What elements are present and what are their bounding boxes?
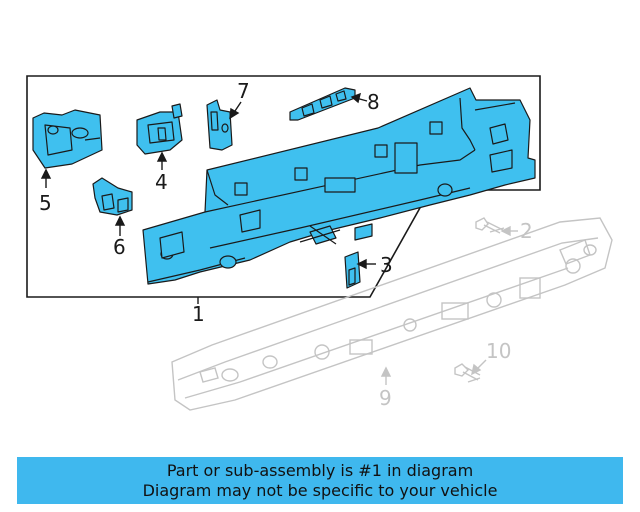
callout-1: 1: [192, 302, 205, 326]
callout-8: 8: [367, 90, 380, 114]
small-plate-3: [344, 251, 361, 289]
arrowhead-4: [156, 151, 168, 162]
arrowhead-7: [229, 107, 240, 120]
callout-7: 7: [237, 79, 250, 103]
arrowhead-10: [470, 363, 482, 376]
strip-8: [289, 87, 356, 121]
callout-10: 10: [486, 339, 511, 363]
banner-line-1: Part or sub-assembly is #1 in diagram: [166, 460, 474, 480]
callout-5: 5: [39, 191, 52, 215]
bracket-4: [136, 103, 183, 155]
arrowhead-8: [350, 92, 362, 104]
diagram-notice-banner: Part or sub-assembly is #1 in diagram Di…: [17, 457, 623, 504]
arrowhead-6: [114, 215, 126, 226]
banner-line-2: Diagram may not be specific to your vehi…: [142, 480, 498, 500]
bumper-reinforcement: [171, 217, 613, 411]
arrowhead-3: [356, 258, 367, 270]
rear-body-panel: [142, 87, 536, 285]
bracket-7: [206, 99, 233, 151]
callout-6: 6: [113, 235, 126, 259]
bolt-2: [475, 217, 505, 234]
arrowhead-5: [40, 168, 52, 179]
bracket-6: [92, 177, 133, 216]
callout-4: 4: [155, 170, 168, 194]
callout-2: 2: [520, 219, 533, 243]
arrowhead-9: [380, 366, 392, 377]
corner-bracket-5: [32, 109, 103, 169]
callout-3: 3: [380, 253, 393, 277]
arrowhead-2: [500, 225, 511, 237]
callout-9: 9: [379, 386, 392, 410]
